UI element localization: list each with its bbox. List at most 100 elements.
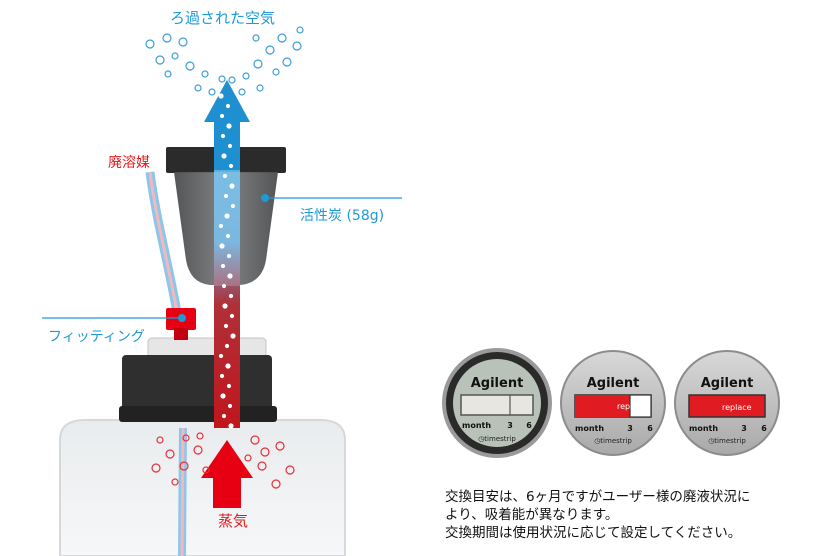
dial-logo: ◷timestrip — [478, 435, 516, 443]
steam-bubble — [171, 478, 179, 486]
dial-tick-3: 3 — [741, 424, 747, 433]
dial-month: month — [462, 421, 491, 430]
tube-bubble — [222, 303, 228, 309]
steam-bubble — [202, 466, 210, 474]
tube-bubble — [220, 133, 226, 139]
dial-tick-3: 3 — [627, 424, 633, 433]
steam-bubble — [156, 436, 164, 444]
steam-bubble — [250, 435, 260, 445]
fitting-leader-dot — [178, 314, 186, 322]
steam-bubble — [165, 449, 175, 459]
steam-bubble — [151, 463, 161, 473]
filtered-air-bubbles — [145, 26, 304, 96]
air-bubble — [145, 39, 155, 49]
steam-bubble — [257, 461, 267, 471]
dial-brand: Agilent — [701, 376, 754, 391]
tube-bubble — [223, 193, 229, 199]
steam-bubble — [260, 447, 270, 457]
tube-bubble — [228, 163, 234, 169]
dial-tick-6: 6 — [761, 424, 767, 433]
steam-bubble — [179, 461, 189, 471]
air-bubble — [155, 55, 165, 65]
tube-bubble — [224, 343, 230, 349]
air-bubble — [194, 84, 202, 92]
steam-bubble — [193, 445, 203, 455]
tube-bubble — [223, 323, 229, 329]
fitting-label: フィッティング — [48, 329, 145, 345]
steam-bubble — [285, 465, 295, 475]
steam-bubbles — [151, 432, 295, 489]
dial-month: month — [689, 424, 718, 433]
air-bubble — [164, 70, 172, 78]
dial-brand: Agilent — [587, 376, 640, 391]
air-bubble — [201, 70, 209, 78]
dial-fill-label: replace — [722, 403, 752, 412]
tube-bubble — [227, 273, 233, 279]
tube-bubble — [227, 403, 233, 409]
tube-bubble — [218, 353, 224, 359]
filtered-air-label: ろ過された空気 — [170, 9, 276, 27]
tube-bubble — [230, 333, 236, 339]
note-line-3: 交換期間は使用状況に応じて設定してください。 — [445, 525, 742, 541]
air-bubble — [252, 34, 260, 42]
tube-bubble — [229, 313, 235, 319]
tube-bubble — [227, 143, 233, 149]
carbon-leader-dot — [261, 194, 269, 202]
air-bubble — [228, 76, 236, 84]
tube-bubble — [229, 183, 235, 189]
dial-window — [460, 394, 534, 416]
air-bubble — [296, 26, 304, 34]
tube-bubbles — [218, 93, 236, 429]
tube-bubble — [225, 233, 231, 239]
air-bubble — [256, 84, 264, 92]
tube-bubble — [225, 103, 231, 109]
tube-bubble — [220, 393, 226, 399]
air-bubble — [282, 57, 292, 67]
activated-carbon-label: 活性炭 (58g) — [300, 208, 385, 224]
air-bubble — [185, 61, 195, 71]
dial-tick-6: 6 — [647, 424, 653, 433]
steam-bubble — [196, 432, 204, 440]
dial-logo: ◷timestrip — [708, 437, 746, 445]
tube-bubble — [228, 293, 234, 299]
tube-bubble — [221, 153, 227, 159]
air-bubble — [171, 52, 179, 60]
air-bubble — [208, 88, 216, 96]
dial-tick-3: 3 — [507, 421, 513, 430]
tube-bubble — [219, 243, 225, 249]
dial-tick-6: 6 — [526, 421, 532, 430]
air-bubble — [178, 37, 188, 47]
tube-bubble — [221, 413, 227, 419]
air-bubble — [277, 33, 287, 43]
tube-bubble — [224, 213, 230, 219]
air-bubble — [253, 59, 263, 69]
tube-bubble — [225, 363, 231, 369]
timestrip-dial-2: Agilent rep month 3 6 ◷timestrip — [560, 350, 666, 456]
note-line-2: より、吸着能が異なります。 — [445, 507, 619, 523]
air-bubble — [162, 33, 172, 43]
steam-bubble — [271, 479, 281, 489]
steam-bubble — [182, 434, 190, 442]
tube-bubble — [218, 93, 224, 99]
tube-bubble — [218, 223, 224, 229]
air-bubble — [242, 72, 250, 80]
steam-label: 蒸気 — [218, 512, 249, 530]
tube-bubble — [230, 203, 236, 209]
air-bubble — [265, 45, 275, 55]
replacement-note: 交換目安は、6ヶ月ですがユーザー様の廃液状況に より、吸着能が異なります。 交換… — [445, 488, 815, 542]
steam-bubble — [244, 454, 252, 462]
dial-fill — [575, 395, 630, 417]
dial-month: month — [575, 424, 604, 433]
note-line-1: 交換目安は、6ヶ月ですがユーザー様の廃液状況に — [445, 489, 751, 505]
waste-solvent-label: 廃溶媒 — [108, 155, 150, 171]
dial-fill-label: rep — [617, 402, 630, 411]
filter-cap — [119, 337, 277, 422]
tube-bubble — [220, 263, 226, 269]
fitting — [166, 308, 196, 340]
tube-bubble — [226, 253, 232, 259]
timestrip-dial-1: Agilent month 3 6 ◷timestrip — [442, 348, 552, 458]
tube-bubble — [222, 173, 228, 179]
steam-arrow — [201, 440, 253, 508]
steam-bubble — [275, 441, 285, 451]
